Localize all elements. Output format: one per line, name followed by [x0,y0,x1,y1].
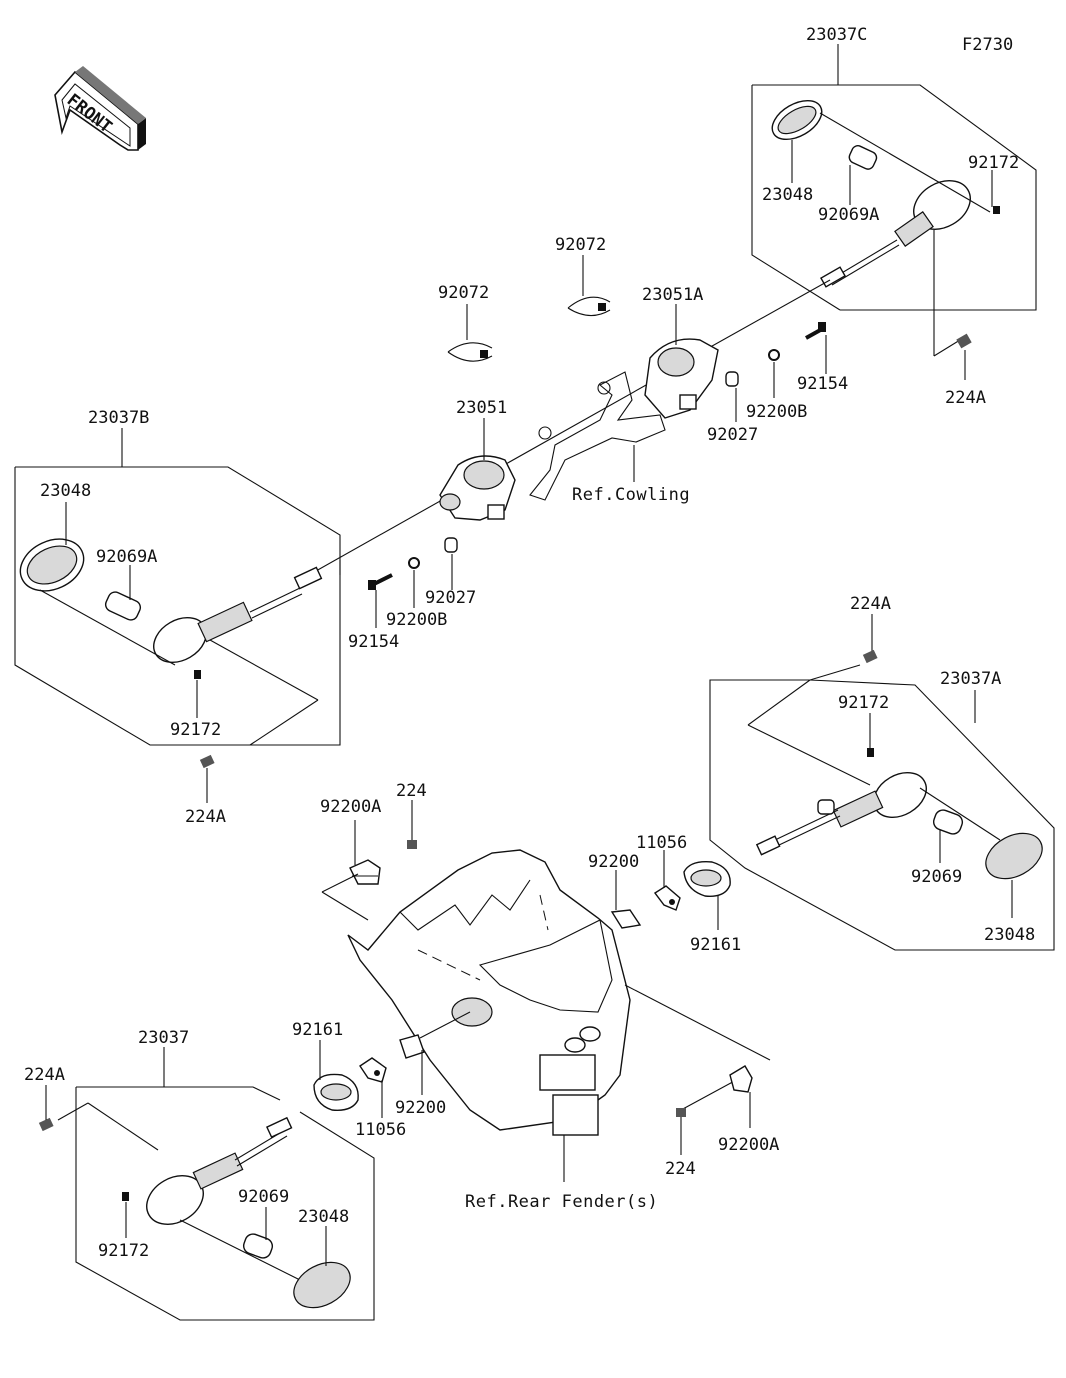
label-23037a: 23037A [940,669,1001,689]
lens-23048-b [19,538,85,592]
front-arrow-icon: FRONT [54,66,146,151]
assembly-23037 [38,1047,375,1321]
label-224-right: 224 [665,1159,696,1179]
label-92172-a: 92172 [838,693,889,713]
label-92027-right: 92027 [707,425,758,445]
label-92200-left: 92200 [395,1098,446,1118]
grommet-92161-left [313,1073,359,1111]
bulb-92069-base [242,1233,274,1259]
figure-code: F2730 [962,35,1013,55]
screw-92172-base [122,1192,129,1201]
label-23037b: 23037B [88,408,149,428]
label-92069a-c: 92069A [818,205,879,225]
label-92161-right: 92161 [690,935,741,955]
band-92072-left [447,342,493,362]
label-224a-b: 224A [185,807,226,827]
label-92200b-right: 92200B [746,402,807,422]
label-23048-c: 23048 [762,185,813,205]
label-92154-left: 92154 [348,632,399,652]
washer-92200b-right [768,349,780,361]
rear-fender [347,849,631,1136]
collar-92027-right [725,371,739,387]
label-23037: 23037 [138,1028,189,1048]
screw-92172-b [194,670,201,679]
label-92172-b: 92172 [170,720,221,740]
bulb-92069a-b [104,591,142,621]
washer-92200-right [610,909,642,929]
grommet-92161-right [683,861,731,897]
label-92200-right: 92200 [588,852,639,872]
bolt-224a-a [862,649,878,664]
lens-23048-c [771,99,823,141]
bolt-92154-right [805,322,826,340]
bolt-224a-b [199,754,215,769]
bolt-224-right [676,1108,686,1117]
ref-cowling: Ref.Cowling [572,485,690,505]
label-23048-a: 23048 [984,925,1035,945]
bolt-224a-c [956,333,972,349]
label-92072-right: 92072 [555,235,606,255]
clip-11056-left [359,1057,387,1083]
washer-92200a-left [349,859,381,885]
label-92154-right: 92154 [797,374,848,394]
lens-23048-a [985,832,1043,880]
washer-92200-left [399,1034,425,1059]
turn-signal-c [820,180,971,288]
label-224-left: 224 [396,781,427,801]
label-224a-c: 224A [945,388,986,408]
label-23037c: 23037C [806,25,867,45]
label-92172-c: 92172 [968,153,1019,173]
holder-23051 [439,455,516,521]
collar-92027-left [444,537,458,553]
holder-23051a [644,338,719,419]
assembly-23037c [751,44,1037,380]
label-92172-base: 92172 [98,1241,149,1261]
assembly-23037a [709,614,1055,951]
washer-92200b-left [408,557,420,569]
label-92200a-right: 92200A [718,1135,779,1155]
screw-92172-c [993,206,1000,214]
turn-signal-b [153,566,323,663]
ref-rear-fender: Ref.Rear Fender(s) [465,1192,658,1212]
label-23048-base: 23048 [298,1207,349,1227]
label-92069-a: 92069 [911,867,962,887]
label-11056-left: 11056 [355,1120,406,1140]
bolt-224-left [407,840,417,849]
assembly-23037b [14,428,341,803]
label-224a-base: 224A [24,1065,65,1085]
label-224a-a: 224A [850,594,891,614]
label-92027-left: 92027 [425,588,476,608]
label-92161-left: 92161 [292,1020,343,1040]
lens-23048-base [293,1261,351,1309]
label-92200b-left: 92200B [386,610,447,630]
bulb-92069a-c [848,145,878,170]
bolt-224a-base [38,1117,54,1132]
washer-92200a-right [729,1065,753,1093]
band-92072-right [567,296,611,317]
turn-signal-base [146,1116,293,1225]
clip-11056-right [653,885,681,911]
label-11056-right: 11056 [636,833,687,853]
label-92069a-b: 92069A [96,547,157,567]
label-92069-base: 92069 [238,1187,289,1207]
label-23051: 23051 [456,398,507,418]
label-92072-left: 92072 [438,283,489,303]
label-92200a-left: 92200A [320,797,381,817]
bolt-92154-left [368,573,393,590]
label-23051a: 23051A [642,285,703,305]
label-23048-b: 23048 [40,481,91,501]
turn-signal-a [755,772,927,856]
bulb-92069-a [932,809,964,835]
screw-92172-a [867,748,874,757]
cowling-bracket [529,371,666,501]
